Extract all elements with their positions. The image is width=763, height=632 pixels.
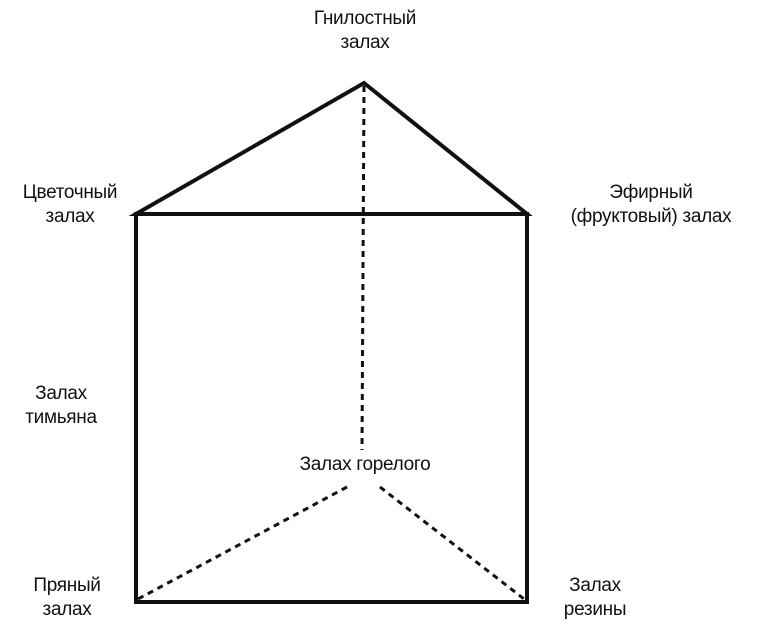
label-top-left: Цветочный залах — [22, 182, 118, 227]
label-bottom-right: Залах резины — [563, 575, 627, 620]
hidden-right-base-edge — [379, 485, 525, 601]
hidden-left-base-edge — [137, 485, 348, 601]
hidden-vertical-edge — [360, 85, 366, 451]
label-middle-left: Залах тимьяна — [25, 383, 97, 428]
label-bottom-left: Пряный залах — [33, 575, 101, 620]
label-center: Залах горелого — [299, 454, 431, 475]
label-top: Гнилостный залах — [313, 8, 417, 53]
roof-triangle — [128, 80, 533, 216]
label-top-right: Эфирный (фруктовый) залах — [570, 182, 732, 227]
